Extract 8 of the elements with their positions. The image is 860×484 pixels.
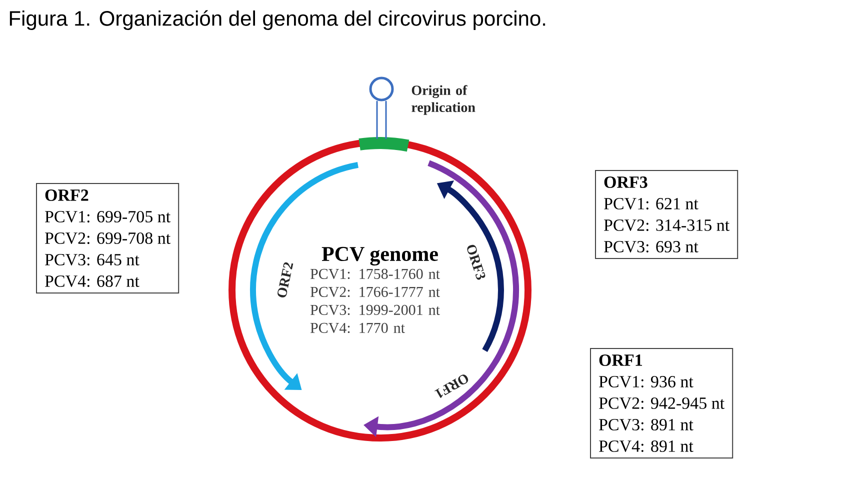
- origin-label: Origin of replication: [412, 85, 476, 115]
- info-box: ORF2 PCV1: 699-705 nt PCV2: 699-708 nt PCV3: 645 nt PCV4: 687 nt: [36, 183, 180, 294]
- orf-label: ORF3: [467, 244, 486, 280]
- info-box: ORF3 PCV1: 621 nt PCV2: 314-315 nt PCV3: 693 nt: [595, 170, 738, 259]
- info-box: ORF1 PCV1: 936 nt PCV2: 942-945 nt PCV3: 891 nt PCV4: 891 nt: [590, 348, 734, 458]
- orf-label: ORF2: [278, 262, 294, 298]
- figure-title: Figura 1. Organización del genoma del circovirus porcino.: [10, 10, 546, 30]
- orf-label: ORF1: [434, 374, 468, 398]
